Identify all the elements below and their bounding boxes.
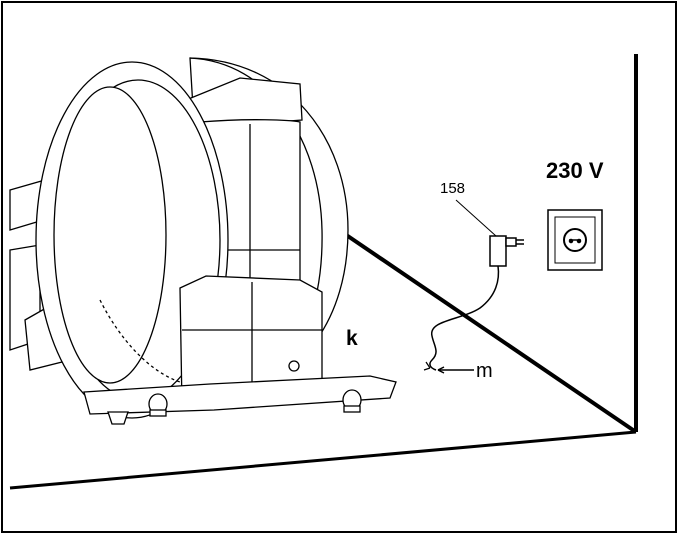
pedestal-hole — [288, 360, 300, 372]
foot-rear — [107, 411, 129, 425]
socket-inner — [554, 216, 596, 264]
machine — [9, 57, 397, 425]
part-number-label: 158 — [440, 180, 466, 197]
floor-line — [9, 430, 637, 490]
adapter-body — [489, 235, 507, 267]
room-lines — [9, 54, 638, 490]
power-cable — [429, 265, 500, 371]
socket-outlet-icon — [563, 228, 587, 252]
socket-plate — [547, 209, 603, 271]
cable-end-letter-label: m — [476, 360, 493, 382]
part-leader-line — [455, 199, 497, 237]
machine-letter-label: k — [346, 327, 358, 350]
wall-socket — [547, 209, 603, 271]
voltage-label: 230 V — [546, 158, 604, 183]
power-adapter — [423, 199, 524, 374]
wall-base-line — [334, 226, 638, 434]
